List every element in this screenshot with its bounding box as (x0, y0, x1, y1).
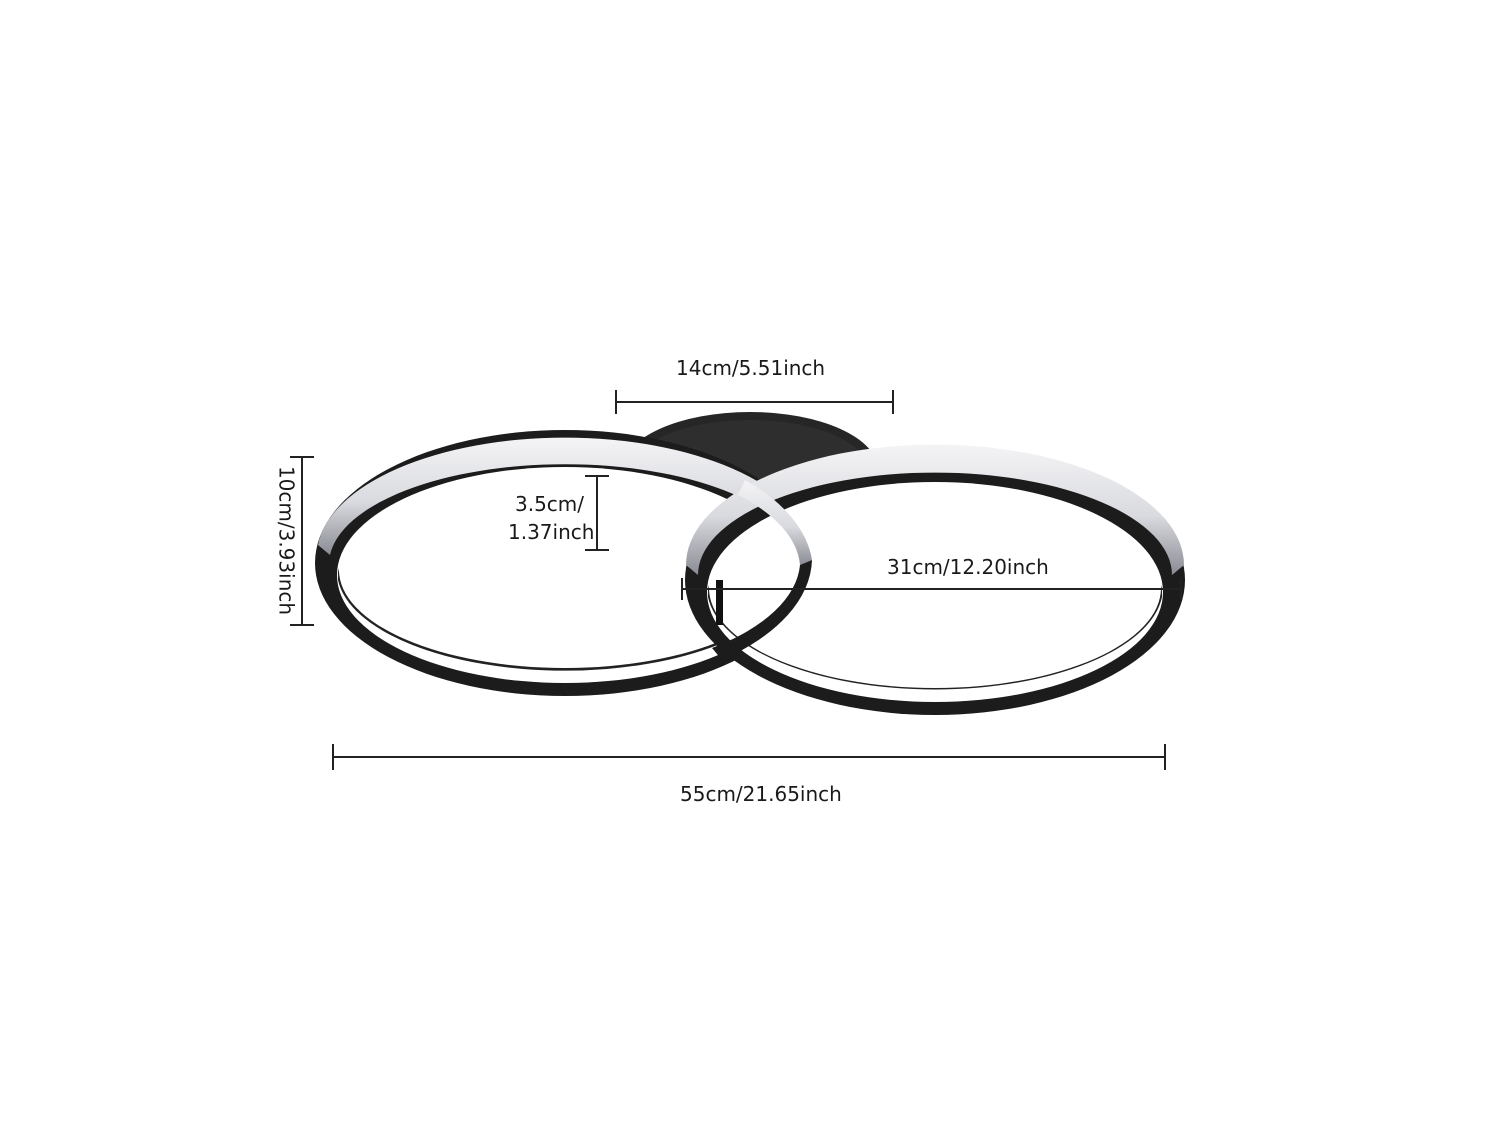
canopy-width-label: 14cm/5.51inch (676, 356, 826, 380)
left-ring (315, 430, 815, 696)
overall-width-label: 55cm/21.65inch (680, 782, 842, 806)
ring-depth-label-line2: 1.37inch (508, 520, 595, 544)
left-ring-overlap (712, 480, 812, 660)
overall-height-label: 10cm/3.93inch (274, 465, 299, 616)
right-ring (685, 444, 1185, 715)
ring-depth-label-line1: 3.5cm/ (515, 492, 585, 516)
dimension-lines (290, 390, 1182, 770)
ring-diameter-label: 31cm/12.20inch (887, 555, 1049, 579)
